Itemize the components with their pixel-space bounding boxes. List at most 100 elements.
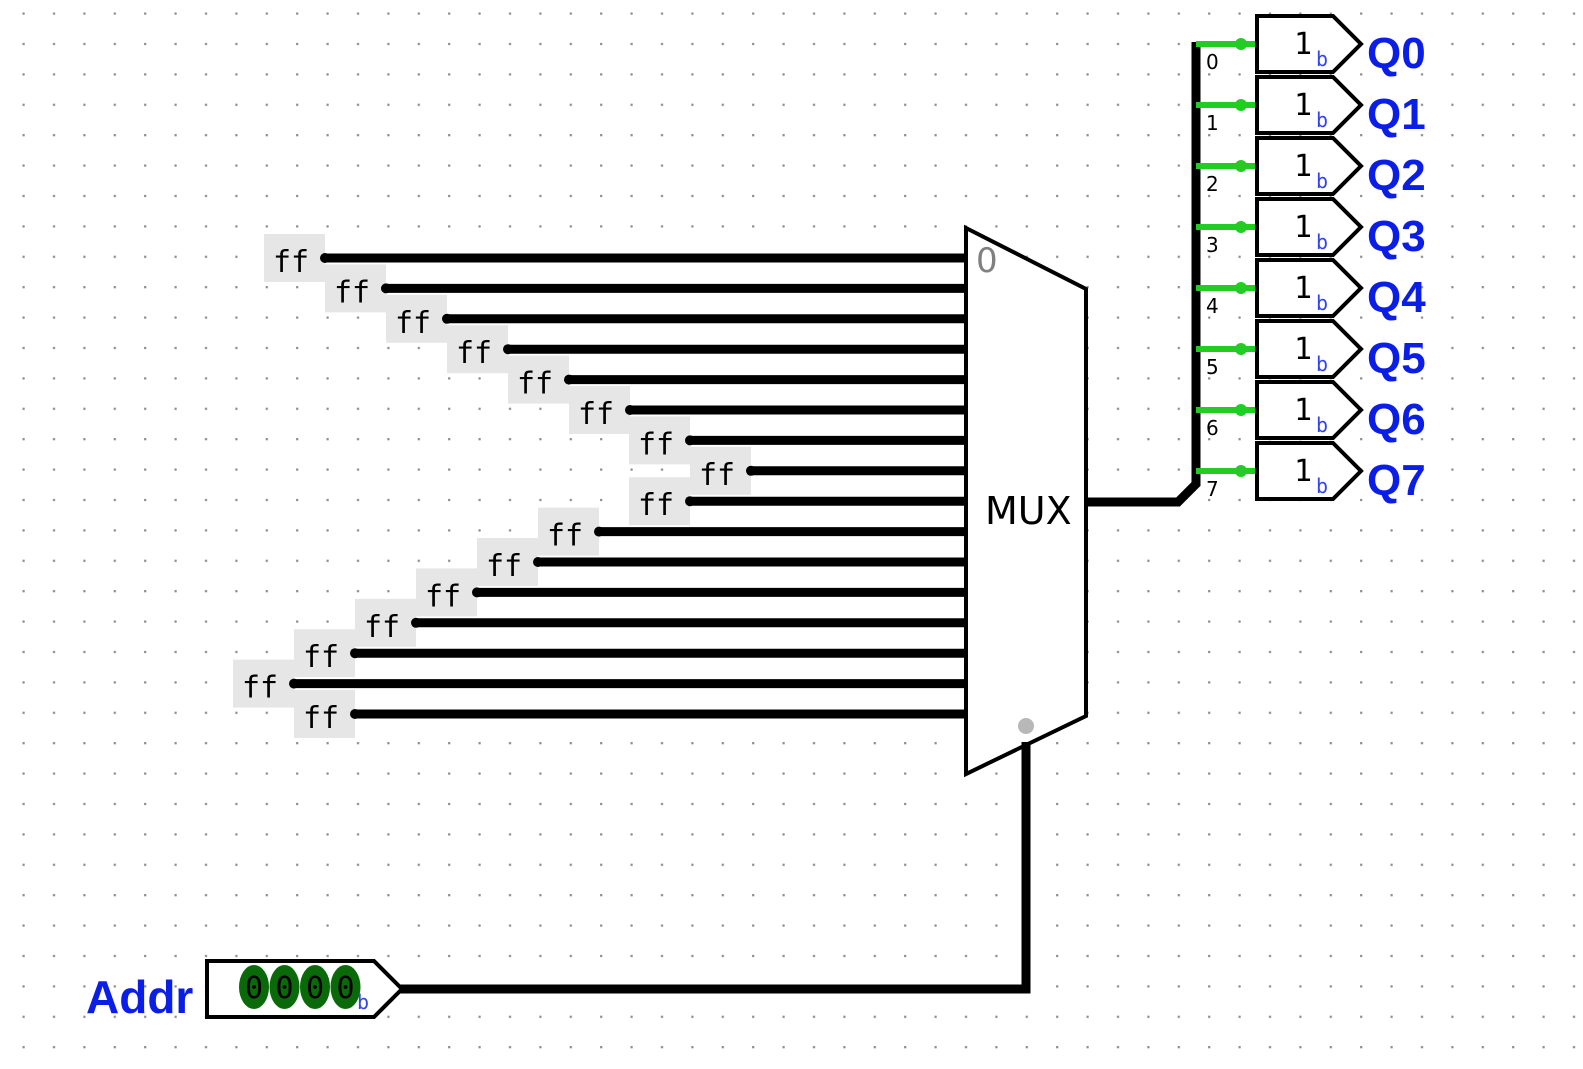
addr-bit-value: 0 [306, 971, 324, 1006]
constant-value: ff [425, 579, 461, 614]
splitter-bit-dot [1235, 160, 1247, 172]
constant-box [508, 355, 569, 404]
mux-label: MUX [985, 489, 1072, 533]
output-label: Q1 [1367, 90, 1426, 139]
constant-value: ff [273, 245, 309, 280]
constant-14[interactable]: ff [233, 659, 966, 708]
output-pin-body [1255, 14, 1364, 74]
output-label: Q6 [1367, 395, 1426, 444]
constant-2[interactable]: ff [386, 294, 966, 343]
mux-output-wire [1086, 42, 1201, 507]
splitter-bit-label: 5 [1206, 355, 1219, 379]
mux-select-pin [1018, 718, 1034, 734]
output-value: 1 [1294, 27, 1312, 62]
constant-value: ff [242, 671, 278, 706]
addr-radix: b [357, 990, 369, 1014]
output-radix: b [1316, 108, 1328, 132]
constant-10[interactable]: ff [477, 538, 966, 586]
wire-end [289, 678, 299, 689]
output-radix: b [1316, 230, 1328, 254]
splitter-bit-label: 2 [1206, 172, 1219, 196]
wire-end [625, 405, 635, 415]
constant-15[interactable]: ff [294, 690, 966, 738]
constant-5[interactable]: ff [569, 386, 966, 434]
wire-end [411, 617, 421, 628]
output-radix: b [1316, 169, 1328, 193]
constant-box [569, 386, 630, 434]
wire-end [350, 709, 360, 719]
wire-end [746, 465, 756, 476]
constant-9[interactable]: ff [538, 507, 966, 556]
addr-bit-value: 0 [276, 971, 294, 1006]
constant-13[interactable]: ff [294, 629, 966, 678]
addr-bit-value: 0 [337, 971, 355, 1006]
constant-value: ff [334, 275, 370, 310]
addr-bit-2 [300, 965, 330, 1009]
constant-value: ff [517, 367, 553, 402]
constant-box [294, 690, 355, 738]
wire-end [533, 557, 543, 567]
wire-end [503, 344, 513, 355]
constant-4[interactable]: ff [508, 355, 966, 404]
constant-0[interactable]: ff [264, 234, 966, 282]
output-label: Q4 [1367, 273, 1426, 322]
constant-box [477, 538, 538, 586]
constant-value: ff [364, 610, 400, 645]
constant-value: ff [303, 701, 339, 736]
splitter-bit-label: 6 [1206, 416, 1219, 440]
output-radix: b [1316, 474, 1328, 498]
constant-8[interactable]: ff [629, 477, 966, 526]
output-value: 1 [1294, 271, 1312, 306]
constant-value: ff [547, 519, 583, 554]
constant-value: ff [638, 488, 674, 523]
constant-value: ff [486, 549, 522, 584]
wire-end [472, 587, 482, 598]
output-radix: b [1316, 352, 1328, 376]
constant-1[interactable]: ff [325, 264, 966, 313]
splitter-bit-label: 0 [1206, 50, 1219, 74]
constant-6[interactable]: ff [629, 416, 966, 465]
wire-end [381, 283, 391, 294]
constant-value: ff [578, 397, 614, 432]
wire-end [685, 496, 695, 507]
multiplexer[interactable]: 0 MUX [964, 224, 1088, 778]
constant-box [233, 659, 294, 708]
output-label: Q0 [1367, 29, 1426, 78]
output-radix: b [1316, 291, 1328, 315]
constant-box [447, 325, 508, 374]
output-pin-body [1255, 319, 1364, 379]
output-pin-body [1255, 258, 1364, 318]
splitter-bit-dot [1235, 99, 1247, 111]
constant-12[interactable]: ff [355, 598, 966, 647]
splitter-bit-dot [1235, 38, 1247, 50]
wire-end [594, 526, 604, 537]
constant-box [416, 568, 477, 617]
constant-3[interactable]: ff [447, 325, 966, 374]
splitter-bit-label: 3 [1206, 233, 1219, 257]
output-pin-body [1255, 441, 1364, 501]
constant-7[interactable]: ff [690, 446, 966, 495]
output-pin-body [1255, 380, 1364, 440]
constant-box [264, 234, 325, 282]
addr-bit-value: 0 [245, 971, 263, 1006]
output-pin-body [1255, 136, 1364, 196]
constant-value: ff [395, 306, 431, 341]
constant-box [294, 629, 355, 678]
splitter-bit-dot [1235, 282, 1247, 294]
constant-11[interactable]: ff [416, 568, 966, 617]
output-label: Q3 [1367, 212, 1426, 261]
constant-box [325, 264, 386, 313]
output-value: 1 [1294, 88, 1312, 123]
